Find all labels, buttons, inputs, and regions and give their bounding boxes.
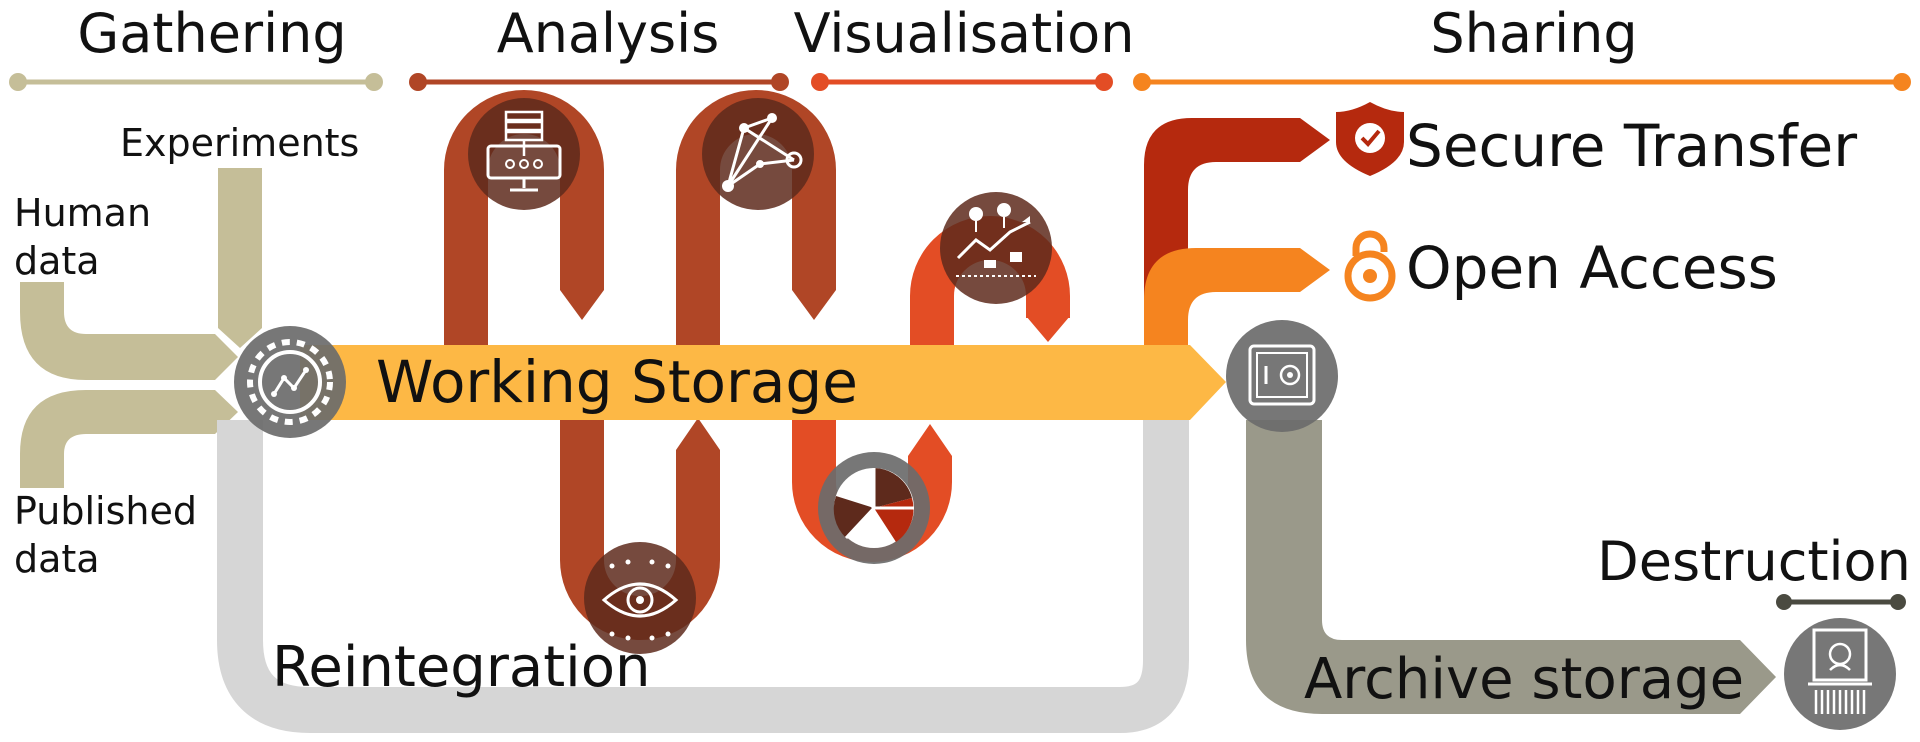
gathering-inputs: Experiments Human data Published data [14,121,359,581]
experiments-input-pipe [218,168,262,348]
reintegration-loop [217,400,1189,733]
eye-scan-icon [584,542,696,654]
experiments-label: Experiments [120,121,359,165]
published-data-label-line1: Published [14,489,197,533]
destruction-timeline-end [1890,594,1906,610]
reintegration-label: Reintegration [272,635,650,700]
shield-check-icon [1336,102,1404,176]
visualisation-timeline-start [811,73,829,91]
trend-chart-icon [940,192,1052,304]
safe-vault-icon [1226,320,1338,432]
sharing-timeline-start [1133,73,1151,91]
open-access-label: Open Access [1406,234,1778,302]
destruction-label: Destruction [1597,530,1911,593]
working-storage-label: Working Storage [376,348,858,416]
open-access-branch [1144,248,1330,350]
network-graph-icon [702,98,814,210]
gear-chart-icon [234,326,346,438]
visualisation-wave-b-arrow [1026,316,1070,342]
analysis-wave-a-arrow [560,290,604,320]
pie-chart-icon [818,452,930,564]
shredder-icon [1784,618,1896,730]
archive-storage-label: Archive storage [1304,647,1744,712]
stage-headers: Gathering Analysis Visualisation Sharing [9,2,1911,91]
published-data-input-pipe [20,390,238,488]
stage-visualisation-label: Visualisation [794,2,1135,65]
destruction-timeline-start [1776,594,1792,610]
data-server-icon [468,98,580,210]
sharing-timeline-end [1893,73,1911,91]
analysis-timeline-end [771,73,789,91]
analysis-wave-b-arrow [676,418,720,450]
visualisation-timeline-end [1095,73,1113,91]
visualisation-wave-a-arrow [908,424,952,456]
stage-sharing-label: Sharing [1430,2,1637,65]
gathering-timeline-start [9,73,27,91]
open-padlock-icon [1344,230,1396,302]
archive-storage-path [1246,420,1776,714]
human-data-label-line1: Human [14,191,151,235]
secure-transfer-label: Secure Transfer [1406,112,1857,180]
analysis-timeline-start [409,73,427,91]
stage-analysis-label: Analysis [497,2,720,65]
stage-gathering-label: Gathering [77,2,346,65]
working-storage-arrow [300,345,1226,420]
human-data-label-line2: data [14,239,100,283]
published-data-label-line2: data [14,537,100,581]
analysis-wave-c-arrow [792,290,836,320]
gathering-timeline-end [365,73,383,91]
human-data-input-pipe [20,282,238,380]
